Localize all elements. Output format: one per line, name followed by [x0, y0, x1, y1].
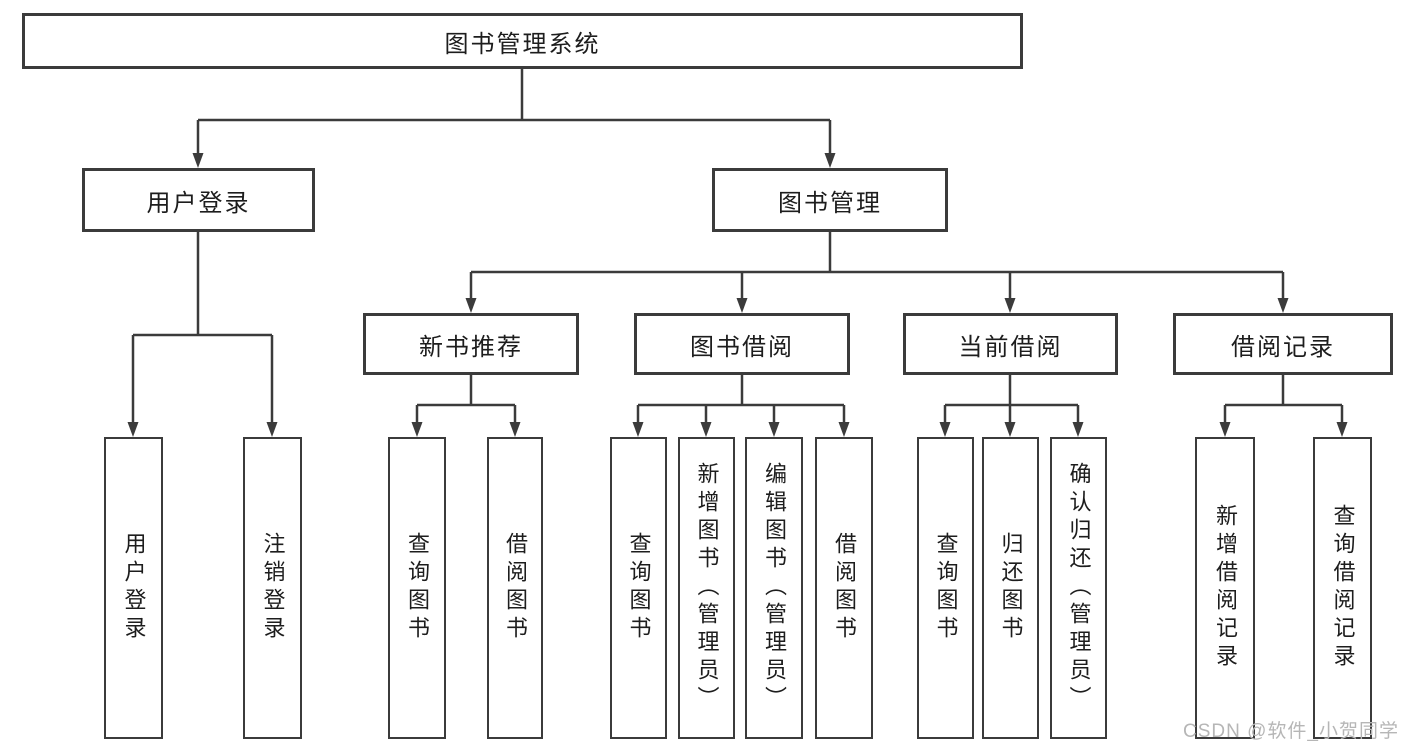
- leaf-borrowing-edit-books-admin-label: 编辑图书（管理员）: [762, 462, 787, 714]
- leaf-current-query-books-label: 查询图书: [933, 532, 959, 644]
- node-current-borrowing: 当前借阅: [903, 313, 1118, 375]
- leaf-records-add-record-label: 新增借阅记录: [1213, 504, 1238, 672]
- connector-stems: [131, 69, 1344, 425]
- node-borrowing-records-label: 借阅记录: [1231, 333, 1335, 361]
- node-book-management: 图书管理: [712, 168, 948, 232]
- leaf-borrowing-query-books: 查询图书: [610, 437, 667, 739]
- leaf-borrowing-add-books-admin: 新增图书（管理员）: [678, 437, 735, 739]
- node-book-borrowing: 图书借阅: [634, 313, 850, 375]
- leaf-borrowing-borrow-books-label: 借阅图书: [832, 532, 857, 644]
- leaf-records-query-record: 查询借阅记录: [1313, 437, 1372, 739]
- watermark: CSDN @软件_小贺同学: [1183, 721, 1399, 742]
- leaf-current-query-books: 查询图书: [917, 437, 974, 739]
- arrowheads: [127, 153, 1348, 437]
- leaf-current-confirm-return-admin-label: 确认归还（管理员）: [1066, 462, 1092, 714]
- leaf-borrowing-query-books-label: 查询图书: [626, 532, 652, 644]
- leaf-recommend-query-books-label: 查询图书: [405, 532, 430, 644]
- leaf-records-query-record-label: 查询借阅记录: [1330, 504, 1356, 672]
- leaf-current-return-books: 归还图书: [982, 437, 1039, 739]
- node-root-title: 图书管理系统: [22, 13, 1023, 69]
- leaf-current-return-books-label: 归还图书: [998, 532, 1024, 644]
- node-root-label: 图书管理系统: [444, 30, 601, 58]
- leaf-user-login-label: 用户登录: [121, 532, 147, 644]
- node-book-borrowing-label: 图书借阅: [690, 333, 794, 361]
- leaf-recommend-borrow-books-label: 借阅图书: [503, 532, 528, 644]
- leaf-borrowing-add-books-admin-label: 新增图书（管理员）: [694, 462, 720, 714]
- node-current-borrowing-label: 当前借阅: [958, 333, 1063, 361]
- leaf-recommend-borrow-books: 借阅图书: [487, 437, 543, 739]
- leaf-recommend-query-books: 查询图书: [388, 437, 446, 739]
- node-new-book-recommend-label: 新书推荐: [419, 333, 523, 361]
- leaf-user-login: 用户登录: [104, 437, 163, 739]
- leaf-current-confirm-return-admin: 确认归还（管理员）: [1050, 437, 1107, 739]
- leaf-logout-label: 注销登录: [260, 532, 286, 644]
- node-borrowing-records: 借阅记录: [1173, 313, 1393, 375]
- leaf-borrowing-borrow-books: 借阅图书: [815, 437, 873, 739]
- leaf-borrowing-edit-books-admin: 编辑图书（管理员）: [745, 437, 803, 739]
- node-user-login: 用户登录: [82, 168, 315, 232]
- node-user-login-label: 用户登录: [146, 189, 251, 217]
- node-new-book-recommend: 新书推荐: [363, 313, 579, 375]
- leaf-logout: 注销登录: [243, 437, 302, 739]
- node-book-management-label: 图书管理: [778, 189, 882, 217]
- leaf-records-add-record: 新增借阅记录: [1195, 437, 1255, 739]
